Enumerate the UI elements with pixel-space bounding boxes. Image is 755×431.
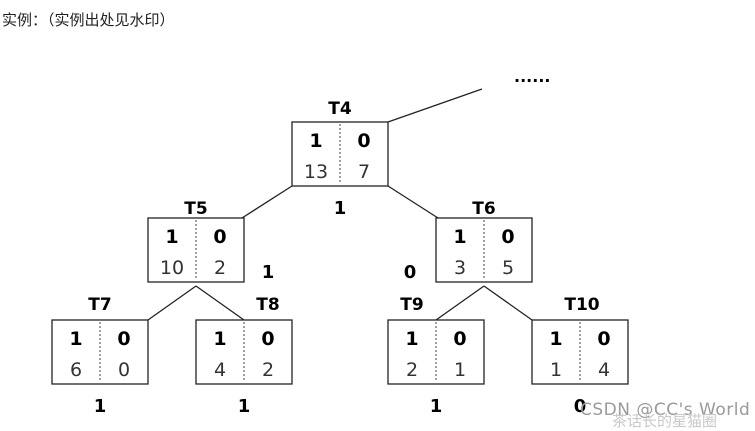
- node-bit: 1: [69, 328, 82, 350]
- node-count: 13: [304, 161, 328, 183]
- edge-T5-T8: [195, 285, 245, 321]
- edge-label-left-T6: 0: [404, 262, 417, 283]
- edge-T4-T6: [387, 185, 439, 219]
- node-bit: 0: [213, 226, 226, 248]
- watermark-alt: 茶话长的星猫圈: [612, 412, 718, 430]
- node-label: T10: [564, 295, 599, 315]
- node-count: 5: [502, 257, 514, 279]
- node-label: T6: [472, 199, 495, 219]
- edge-T5-T7: [147, 285, 197, 321]
- node-t4: T4 1 13 0 7: [291, 99, 389, 187]
- node-count: 0: [118, 359, 130, 381]
- node-label: T7: [88, 295, 111, 315]
- node-t5: T5 1 10 0 2: [147, 199, 245, 283]
- node-bit: 1: [549, 328, 562, 350]
- watermark: CSDN @CC's World: [580, 400, 751, 420]
- node-bit: 0: [453, 328, 466, 350]
- edge-T4-T5: [241, 185, 293, 219]
- edge-label-under-T4: 1: [334, 198, 347, 219]
- node-bit: 1: [165, 226, 178, 248]
- node-count: 1: [454, 359, 466, 381]
- edge-T6-T10: [483, 285, 533, 321]
- node-bit: 1: [309, 130, 322, 152]
- node-bit: 0: [501, 226, 514, 248]
- node-count: 4: [598, 359, 610, 381]
- node-label: T8: [256, 295, 279, 315]
- node-bit: 1: [213, 328, 226, 350]
- node-count: 3: [454, 257, 466, 279]
- edge-T6-T9: [435, 285, 485, 321]
- node-t6: T6 1 3 0 5: [435, 199, 533, 283]
- node-t9: T9 1 2 0 1: [387, 295, 485, 385]
- node-bit: 1: [453, 226, 466, 248]
- node-bit: 1: [405, 328, 418, 350]
- node-label: T4: [328, 99, 352, 119]
- node-count: 2: [262, 359, 274, 381]
- node-count: 2: [406, 359, 418, 381]
- edge-label-under-T8: 1: [238, 396, 251, 417]
- node-bit: 0: [261, 328, 274, 350]
- node-t7: T7 1 6 0 0: [51, 295, 149, 385]
- edge-T4-more: [387, 88, 483, 123]
- node-count: 7: [358, 161, 370, 183]
- edge-label-under-T7: 1: [94, 396, 107, 417]
- edge-label-under-T9: 1: [430, 396, 443, 417]
- continuation-dots: ......: [514, 67, 550, 86]
- node-t8: T8 1 4 0 2: [195, 295, 293, 385]
- node-count: 10: [160, 257, 184, 279]
- node-label: T9: [400, 295, 423, 315]
- node-bit: 0: [357, 130, 370, 152]
- caption: 实例：（实例出处见水印）: [2, 11, 175, 29]
- node-bit: 0: [597, 328, 610, 350]
- edge-label-right-T5: 1: [262, 262, 275, 283]
- node-count: 2: [214, 257, 226, 279]
- edge-label-under-T10: 0: [574, 396, 587, 417]
- node-bit: 0: [117, 328, 130, 350]
- node-label: T5: [184, 199, 207, 219]
- node-count: 6: [70, 359, 82, 381]
- node-count: 1: [550, 359, 562, 381]
- node-count: 4: [214, 359, 226, 381]
